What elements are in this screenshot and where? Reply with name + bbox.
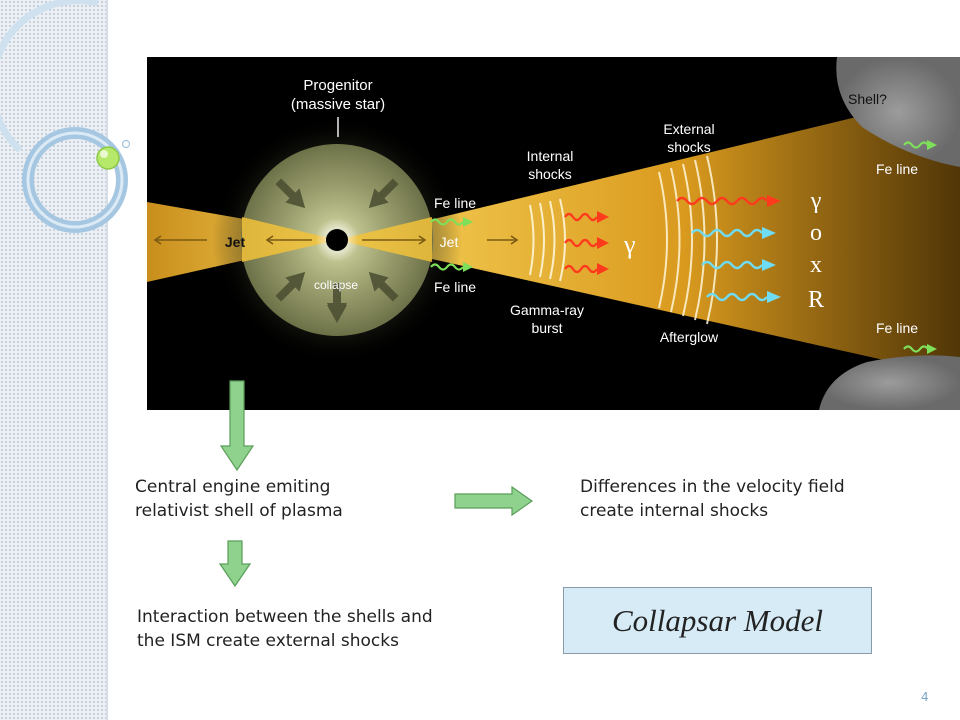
down-arrow-2 xyxy=(219,540,251,588)
label-gamma-ray-burst-2: burst xyxy=(531,320,562,336)
fe-line-waves-star xyxy=(430,217,473,272)
label-progenitor-1: Progenitor xyxy=(303,77,372,94)
caption-central-engine: Central engine emiting relativist shell … xyxy=(135,475,343,523)
label-jet-left: Jet xyxy=(225,234,246,250)
caption-velocity-field: Differences in the velocity field create… xyxy=(580,475,845,523)
page-number: 4 xyxy=(921,690,929,704)
label-band-x: x xyxy=(810,252,822,278)
right-arrow xyxy=(454,486,534,516)
label-fe-line-bottom: Fe line xyxy=(434,279,476,295)
small-bubble xyxy=(121,139,131,149)
down-arrow-1 xyxy=(219,380,255,472)
label-external-shocks-1: External xyxy=(663,121,714,137)
fe-line-waves-shell xyxy=(903,140,937,354)
label-jet-right: Jet xyxy=(440,234,459,250)
label-band-gamma: γ xyxy=(810,188,822,214)
jet-left-direction-arrows xyxy=(153,235,312,245)
caption-interaction-line1: Interaction between the shells and xyxy=(137,607,433,627)
infall-arrows xyxy=(275,178,399,323)
label-shell: Shell? xyxy=(848,91,887,107)
internal-shock-arcs xyxy=(529,198,566,282)
shell-bottom xyxy=(819,355,960,410)
label-progenitor-2: (massive star) xyxy=(291,96,385,113)
green-bubble xyxy=(96,146,120,170)
label-fe-line-shell-top: Fe line xyxy=(876,161,918,177)
label-band-r: R xyxy=(808,287,824,313)
jet-right-direction-arrows xyxy=(362,235,519,245)
label-internal-shocks-2: shocks xyxy=(528,166,572,182)
label-gamma-ray-burst-1: Gamma-ray xyxy=(510,302,584,318)
label-band-o: o xyxy=(810,220,822,246)
label-gamma-center: γ xyxy=(623,230,636,259)
gamma-waves-internal xyxy=(564,211,609,275)
collapsar-diagram: Progenitor (massive star) Jet Jet collap… xyxy=(147,57,960,410)
caption-velocity-line2: create internal shocks xyxy=(580,501,769,521)
label-collapse: collapse xyxy=(314,278,358,292)
model-title: Collapsar Model xyxy=(612,602,823,638)
left-decorative-band xyxy=(0,0,106,720)
label-afterglow: Afterglow xyxy=(660,329,719,345)
decorative-rings xyxy=(0,0,131,233)
caption-interaction: Interaction between the shells and the I… xyxy=(137,605,433,653)
green-bubble-shine xyxy=(100,150,108,158)
band-edge-divider xyxy=(106,0,108,720)
caption-central-engine-line2: relativist shell of plasma xyxy=(135,501,343,521)
label-fe-line-shell-bottom: Fe line xyxy=(876,320,918,336)
afterglow-waves xyxy=(676,195,781,303)
caption-central-engine-line1: Central engine emiting xyxy=(135,477,331,497)
label-internal-shocks-1: Internal xyxy=(527,148,574,164)
shell-top xyxy=(836,57,960,167)
collapsar-model-box: Collapsar Model xyxy=(563,587,872,654)
outer-ring-arc xyxy=(0,0,99,153)
right-jet-cone xyxy=(347,92,960,377)
label-external-shocks-2: shocks xyxy=(667,139,711,155)
collapse-core xyxy=(326,229,348,251)
caption-interaction-line2: the ISM create external shocks xyxy=(137,631,399,651)
middle-ring-highlight xyxy=(26,131,124,229)
external-shock-arcs xyxy=(658,155,718,325)
caption-velocity-line1: Differences in the velocity field xyxy=(580,477,845,497)
label-fe-line-top: Fe line xyxy=(434,195,476,211)
